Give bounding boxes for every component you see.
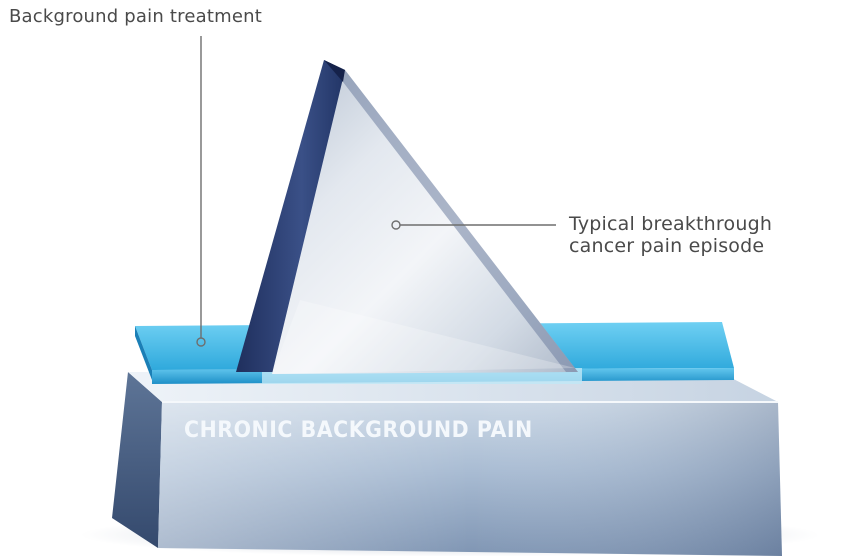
- background-treatment-label: Background pain treatment: [9, 6, 262, 27]
- breakthrough-episode-label: Typical breakthrough cancer pain episode: [569, 213, 772, 257]
- breakthrough-episode-label-line1: Typical breakthrough: [569, 213, 772, 235]
- breakthrough-episode-label-line2: cancer pain episode: [569, 235, 772, 257]
- pedestal-left-side: [112, 372, 162, 548]
- chronic-pain-label: CHRONIC BACKGROUND PAIN: [184, 418, 533, 443]
- treatment-leader: [197, 36, 205, 346]
- chronic-pain-pedestal: [112, 372, 782, 556]
- breakthrough-pain-peak: [236, 60, 578, 374]
